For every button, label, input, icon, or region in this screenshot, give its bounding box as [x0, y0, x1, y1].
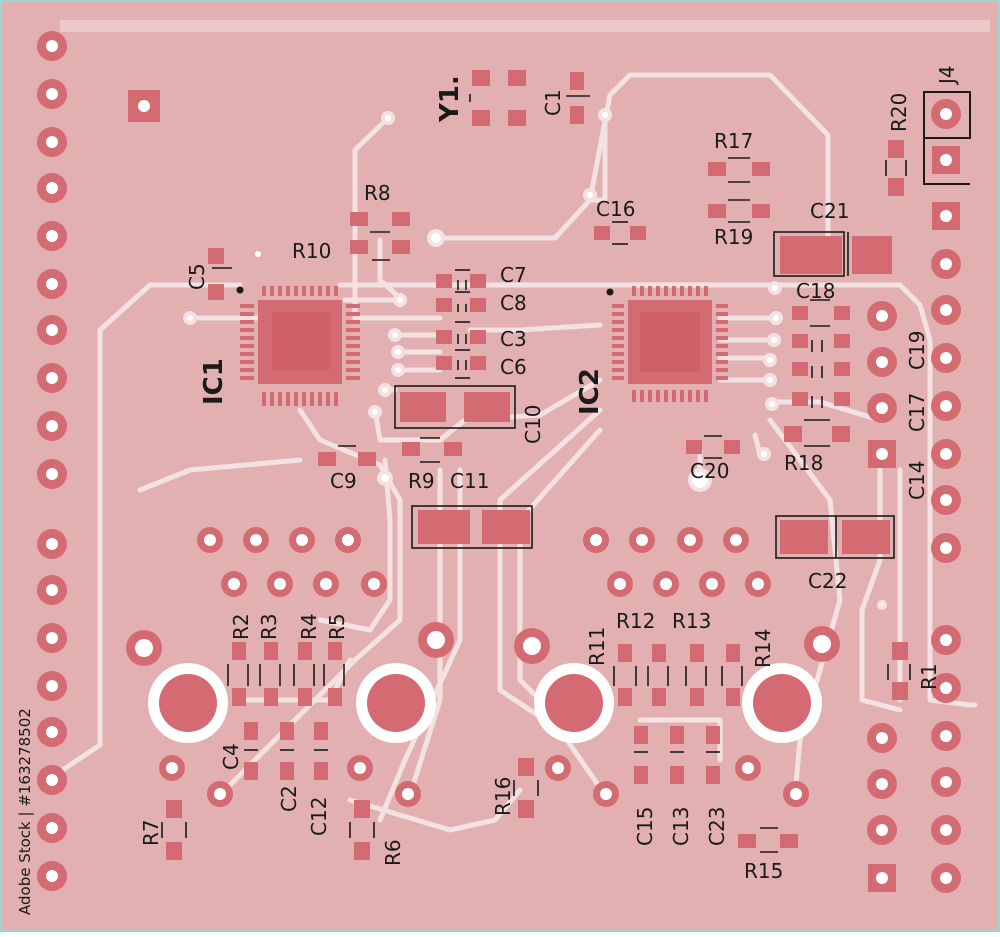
smd-pads — [166, 70, 908, 860]
label-r7: R7 — [139, 819, 163, 846]
connector-through-holes — [126, 527, 840, 807]
label-r8: R8 — [364, 181, 391, 205]
label-ic1: IC1 — [199, 358, 229, 405]
label-c21: C21 — [810, 199, 849, 223]
label-r9: R9 — [408, 469, 435, 493]
label-c13: C13 — [669, 807, 693, 846]
label-c20: C20 — [690, 459, 729, 483]
label-r6: R6 — [381, 839, 405, 866]
label-c1: C1 — [541, 89, 565, 116]
label-j4: J4 — [935, 65, 959, 86]
label-c19: C19 — [905, 331, 929, 370]
label-c23: C23 — [705, 807, 729, 846]
label-r4: R4 — [297, 613, 321, 640]
label-c4: C4 — [219, 743, 243, 770]
label-c6: C6 — [500, 355, 527, 379]
silkscreen-outlines — [161, 94, 911, 853]
small-via-dot — [255, 251, 261, 257]
label-c10: C10 — [521, 405, 545, 444]
label-r11: R11 — [585, 627, 609, 666]
label-r16: R16 — [491, 777, 515, 816]
label-c15: C15 — [633, 807, 657, 846]
silkscreen-labels: IC1 IC2 Y1. C1 R8 R10 C5 C7 C8 C3 C6 C10… — [139, 65, 959, 883]
label-r3: R3 — [257, 613, 281, 640]
label-r14: R14 — [751, 629, 775, 668]
label-c9: C9 — [330, 469, 357, 493]
board-upper-band — [60, 20, 990, 32]
stock-watermark: Adobe Stock | #163278502 — [16, 708, 34, 915]
label-c5: C5 — [185, 263, 209, 290]
label-c2: C2 — [277, 785, 301, 812]
j4-connector — [923, 91, 971, 185]
label-r12: R12 — [616, 609, 655, 633]
label-ic2: IC2 — [575, 368, 605, 415]
label-r15: R15 — [744, 859, 783, 883]
label-c18: C18 — [796, 279, 835, 303]
label-c8: C8 — [500, 291, 527, 315]
right-header-pins — [931, 202, 961, 893]
ic1-package — [236, 286, 360, 406]
label-r5: R5 — [325, 613, 349, 640]
label-c16: C16 — [596, 197, 635, 221]
label-r2: R2 — [229, 613, 253, 640]
label-c12: C12 — [307, 797, 331, 836]
label-c14: C14 — [905, 461, 929, 500]
label-c11: C11 — [450, 469, 489, 493]
label-y1: Y1. — [435, 75, 465, 123]
label-r18: R18 — [784, 451, 823, 475]
inner-right-header-pins — [867, 301, 897, 892]
label-c17: C17 — [905, 393, 929, 432]
ic2-package — [606, 286, 728, 402]
label-c7: C7 — [500, 263, 527, 287]
left-header-pins — [37, 31, 67, 891]
mounting-pad — [128, 90, 160, 122]
label-c3: C3 — [500, 327, 527, 351]
label-r13: R13 — [672, 609, 711, 633]
label-c22: C22 — [808, 569, 847, 593]
label-r20: R20 — [887, 93, 911, 132]
label-r17: R17 — [714, 129, 753, 153]
vias — [183, 108, 887, 610]
label-r10: R10 — [292, 239, 331, 263]
label-r19: R19 — [714, 225, 753, 249]
label-r1: R1 — [917, 663, 941, 690]
